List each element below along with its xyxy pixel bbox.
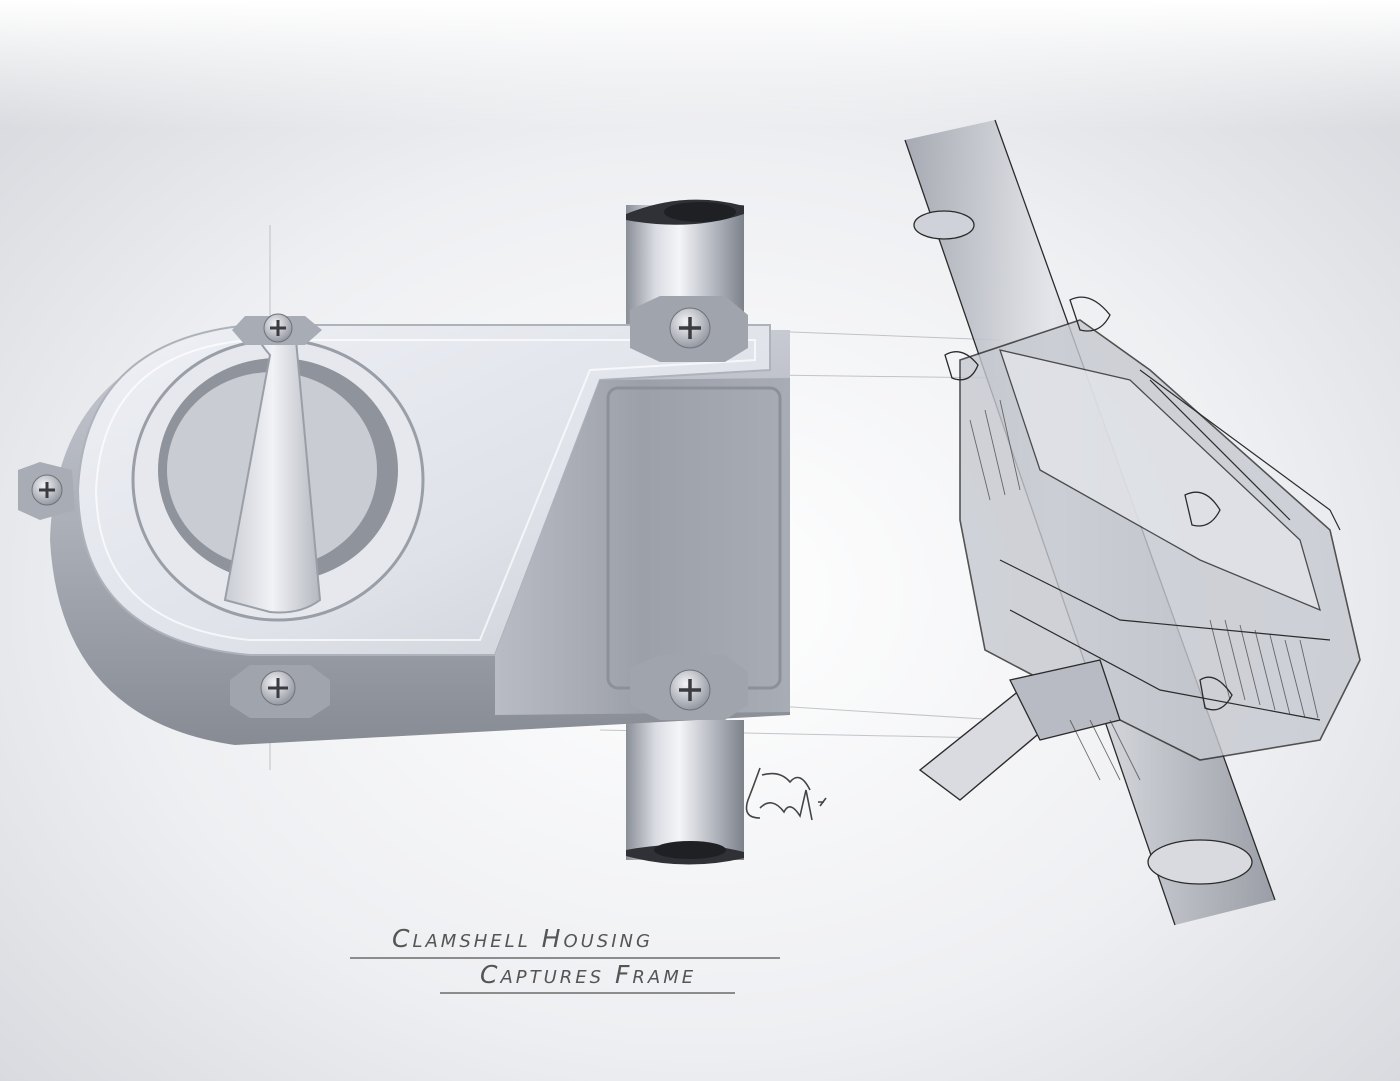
- screw-top-left: [232, 313, 322, 345]
- perspective-sketch: [904, 119, 1361, 926]
- screw-bottom-left: [230, 665, 330, 718]
- caption-line-1: Clamshell Housing: [392, 924, 653, 953]
- frame-tube-bottom: [626, 720, 744, 860]
- housing-side-box: [495, 378, 790, 715]
- caption-line-2: Captures Frame: [480, 960, 697, 989]
- screws: [18, 296, 748, 720]
- screw-bottom-right: [630, 655, 748, 720]
- screw-top-right: [630, 296, 748, 362]
- signature-graphic: [745, 767, 827, 821]
- clamshell-render: [18, 199, 790, 865]
- screw-left: [18, 462, 75, 520]
